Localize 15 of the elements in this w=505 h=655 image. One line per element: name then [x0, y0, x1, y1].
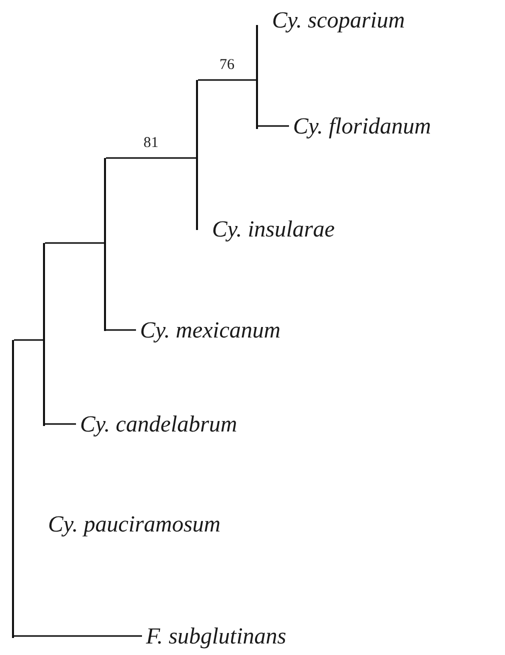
tree-branch — [14, 635, 142, 637]
taxon-label: Cy. candelabrum — [80, 412, 238, 436]
tree-branch — [45, 423, 76, 425]
tree-branch — [106, 157, 196, 159]
tree-branch — [258, 125, 289, 127]
tree-branch — [14, 339, 43, 341]
tree-branch — [106, 329, 136, 331]
taxon-label: Cy. floridanum — [293, 114, 432, 138]
taxon-label: Cy. pauciramosum — [48, 512, 220, 536]
tree-branch — [198, 79, 256, 81]
taxon-label: Cy. insularae — [212, 218, 335, 240]
taxon-label: Cy. mexicanum — [140, 318, 281, 342]
taxon-label: Cy. scoparium — [272, 8, 405, 32]
tree-branch — [45, 242, 104, 244]
taxon-label: F. subglutinans — [146, 624, 286, 648]
